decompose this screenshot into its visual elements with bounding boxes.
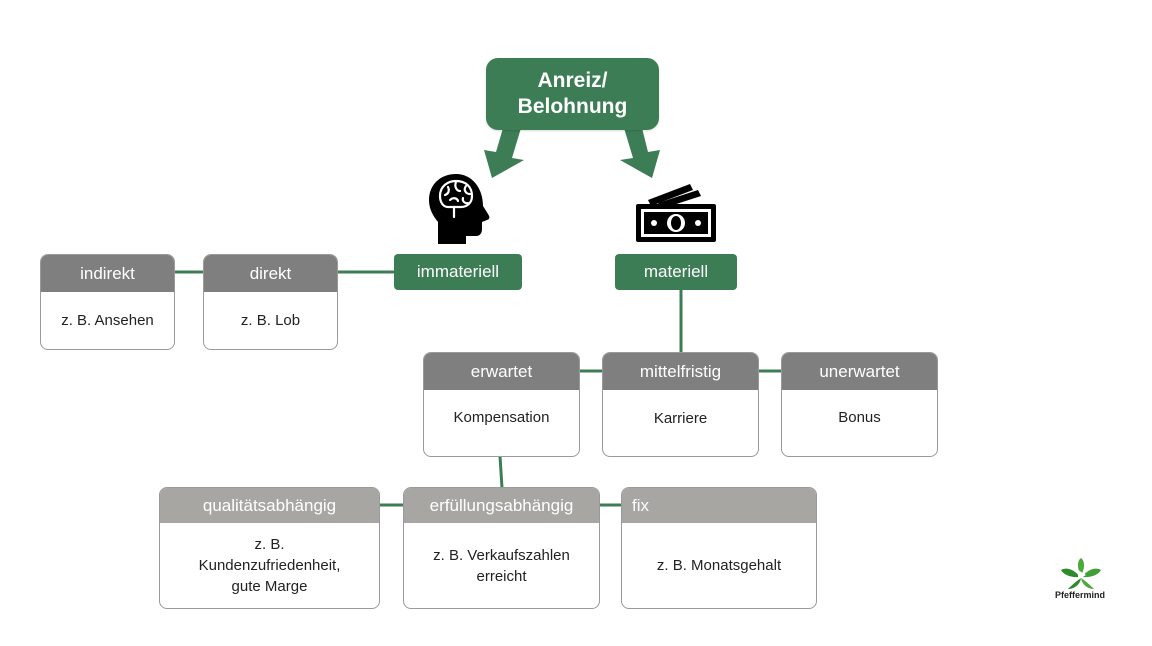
- connector-erwartet-erfuellung: [498, 455, 504, 489]
- card-direkt: direkt z. B. Lob: [203, 254, 338, 350]
- card-body: Bonus: [838, 408, 881, 426]
- arrow-to-immateriell: [484, 128, 524, 178]
- materiell-text: materiell: [643, 262, 709, 281]
- card-body: Kompensation: [453, 408, 550, 426]
- immateriell-label: immateriell: [394, 254, 522, 290]
- card-body: z. B. Kundenzufriedenheit, gute Marge: [198, 536, 341, 595]
- card-header: mittelfristig: [603, 353, 758, 390]
- card-fix: fix z. B. Monatsgehalt: [621, 487, 817, 609]
- card-body: z. B. Monatsgehalt: [656, 557, 782, 574]
- money-bills-icon: [634, 182, 720, 244]
- card-unerwartet: unerwartet Bonus: [781, 352, 938, 457]
- card-mittelfristig: mittelfristig Karriere: [602, 352, 759, 457]
- card-body: z. B. Lob: [240, 312, 301, 329]
- card-erwartet: erwartet Kompensation: [423, 352, 580, 457]
- materiell-label: materiell: [615, 254, 737, 290]
- immateriell-text: immateriell: [416, 262, 500, 281]
- card-header: direkt: [204, 255, 337, 292]
- brain-head-icon: [426, 172, 494, 246]
- card-qualitaetsabhaengig: qualitätsabhängig z. B. Kundenzufriedenh…: [159, 487, 380, 609]
- logo-text: Pfeffermind: [1054, 590, 1105, 600]
- card-header: erfüllungsabhängig: [404, 488, 599, 523]
- card-body: z. B. Ansehen: [61, 312, 154, 329]
- card-indirekt: indirekt z. B. Ansehen: [40, 254, 175, 350]
- card-header: indirekt: [41, 255, 174, 292]
- card-header: qualitätsabhängig: [160, 488, 379, 523]
- incentive-reward-box: Anreiz/ Belohnung: [486, 58, 659, 130]
- card-erfuellungsabhaengig: erfüllungsabhängig z. B. Verkaufszahlen …: [403, 487, 600, 609]
- card-body: z. B. Verkaufszahlen erreicht: [433, 546, 570, 585]
- mint-leaf-logo-icon: [1060, 558, 1102, 590]
- card-header: unerwartet: [782, 353, 937, 390]
- card-header: erwartet: [424, 353, 579, 390]
- arrow-to-materiell: [620, 128, 660, 178]
- incentive-reward-label: Anreiz/ Belohnung: [517, 69, 628, 118]
- card-body: Karriere: [653, 409, 708, 427]
- card-header: fix: [622, 488, 816, 523]
